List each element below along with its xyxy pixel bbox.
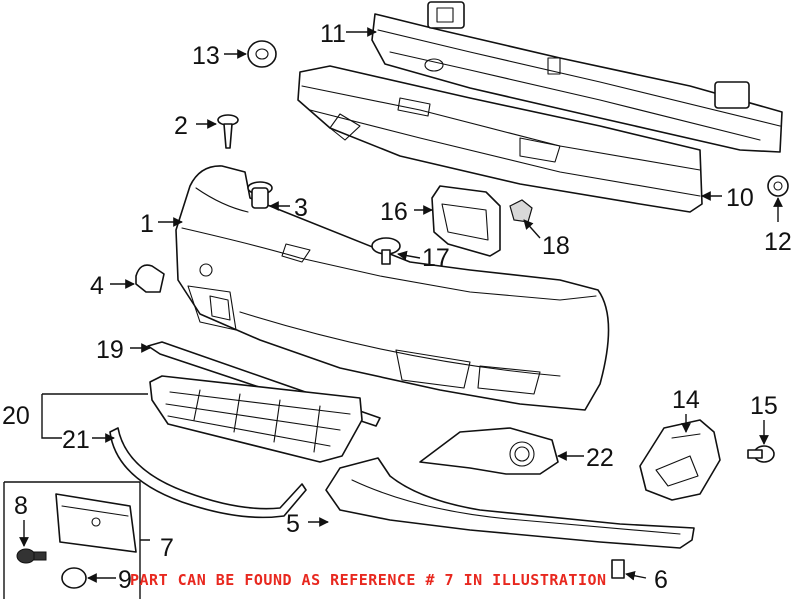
part-14-bracket [639,419,721,501]
part-9-nut [61,567,87,589]
callout-19: 19 [96,336,124,364]
part-20-lower-grille [149,375,363,463]
bracket-box-7 [3,481,150,599]
callout-9: 9 [118,566,132,594]
callout-14: 14 [672,386,700,414]
callout-22: 22 [586,444,614,472]
reference-footnote: PART CAN BE FOUND AS REFERENCE # 7 IN IL… [130,571,607,589]
callout-17: 17 [422,244,450,272]
part-2-screw [217,114,239,149]
part-4-cap [135,264,165,293]
part-17-rivet [371,237,401,265]
callout-10: 10 [726,184,754,212]
part-6-fastener [611,559,625,579]
part-5-lower-spoiler [325,457,695,549]
callout-labels: 11 13 2 3 1 16 17 18 10 12 4 19 20 21 14… [2,20,792,594]
part-7-plate-bracket [55,493,137,553]
part-12-nut [767,175,789,197]
callout-2: 2 [174,112,188,140]
leader-lines [19,27,783,583]
callout-21: 21 [62,426,90,454]
callout-12: 12 [764,228,792,256]
part-11-impact-bar [371,1,783,153]
part-15-push-pin [747,445,775,463]
part-8-screw [16,548,47,564]
callout-16: 16 [380,198,408,226]
part-22-fog-lamp-bezel [419,427,559,475]
callout-13: 13 [192,42,220,70]
callout-3: 3 [294,194,308,222]
part-10-energy-absorber [297,65,703,213]
part-21-grille-molding [109,427,307,519]
callout-1: 1 [140,210,154,238]
callout-18: 18 [542,232,570,260]
callout-20: 20 [2,402,30,430]
part-18-clip [509,199,533,223]
callout-15: 15 [750,392,778,420]
callout-7: 7 [160,534,174,562]
part-3-plug [247,181,273,209]
part-1-bumper-cover [175,165,610,411]
callout-4: 4 [90,272,104,300]
part-13-washer [247,40,277,68]
callout-11: 11 [320,20,346,48]
part-16-tow-cover [431,185,501,257]
callout-8: 8 [14,492,28,520]
callout-5: 5 [286,510,300,538]
callout-6: 6 [654,566,668,594]
bracket-20 [41,393,148,439]
